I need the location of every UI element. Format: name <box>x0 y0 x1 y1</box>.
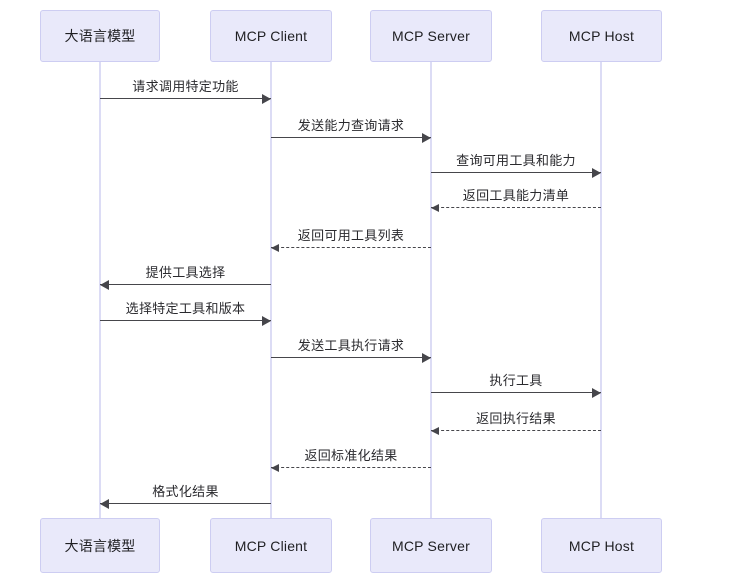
message-line <box>431 430 601 431</box>
message-label: 发送工具执行请求 <box>297 338 405 353</box>
message-arrowhead <box>431 203 439 212</box>
message-arrowhead <box>422 352 431 363</box>
message-label: 发送能力查询请求 <box>297 118 405 133</box>
message-arrowhead <box>100 279 109 290</box>
message-line <box>100 503 271 504</box>
message-label: 查询可用工具和能力 <box>456 153 576 168</box>
message-line <box>271 137 431 138</box>
participant-label: MCP Host <box>568 28 635 44</box>
participant-footer-client[interactable]: MCP Client <box>210 518 332 573</box>
message-line <box>431 172 601 173</box>
lifeline-host <box>600 62 602 518</box>
message-arrowhead <box>592 387 601 398</box>
message-arrowhead <box>431 426 439 435</box>
participant-footer-llm[interactable]: 大语言模型 <box>40 518 160 573</box>
message-line <box>271 247 431 248</box>
message-label: 执行工具 <box>489 373 543 388</box>
participant-label: 大语言模型 <box>64 537 136 554</box>
message-label: 返回执行结果 <box>476 411 556 426</box>
message-line <box>271 467 431 468</box>
lifeline-llm <box>99 62 101 518</box>
participant-label: MCP Host <box>568 537 635 554</box>
participant-label: MCP Server <box>392 28 470 44</box>
participant-label: MCP Server <box>392 537 470 554</box>
message-label: 返回标准化结果 <box>304 448 398 463</box>
message-label: 返回工具能力清单 <box>462 188 570 203</box>
participant-header-host[interactable]: MCP Host <box>541 10 662 62</box>
lifeline-server <box>430 62 432 518</box>
participant-header-server[interactable]: MCP Server <box>370 10 492 62</box>
message-line <box>100 284 271 285</box>
message-line <box>100 320 271 321</box>
message-arrowhead <box>262 315 271 326</box>
message-arrowhead <box>271 463 279 472</box>
message-label: 提供工具选择 <box>145 265 226 280</box>
participant-label: MCP Client <box>234 537 308 554</box>
participant-label: MCP Client <box>234 28 308 44</box>
message-line <box>431 207 601 208</box>
message-line <box>431 392 601 393</box>
message-label: 选择特定工具和版本 <box>125 301 246 316</box>
message-line <box>271 357 431 358</box>
message-arrowhead <box>262 93 271 104</box>
message-label: 请求调用特定功能 <box>132 79 239 94</box>
message-arrowhead <box>271 243 279 252</box>
message-arrowhead <box>592 167 601 178</box>
participant-footer-host[interactable]: MCP Host <box>541 518 662 573</box>
participant-footer-server[interactable]: MCP Server <box>370 518 492 573</box>
message-label: 返回可用工具列表 <box>297 228 405 243</box>
participant-header-llm[interactable]: 大语言模型 <box>40 10 160 62</box>
participant-header-client[interactable]: MCP Client <box>210 10 332 62</box>
message-arrowhead <box>422 132 431 143</box>
message-line <box>100 98 271 99</box>
message-label: 格式化结果 <box>152 484 219 499</box>
lifeline-client <box>270 62 272 518</box>
message-arrowhead <box>100 498 109 509</box>
participant-label: 大语言模型 <box>64 28 136 44</box>
